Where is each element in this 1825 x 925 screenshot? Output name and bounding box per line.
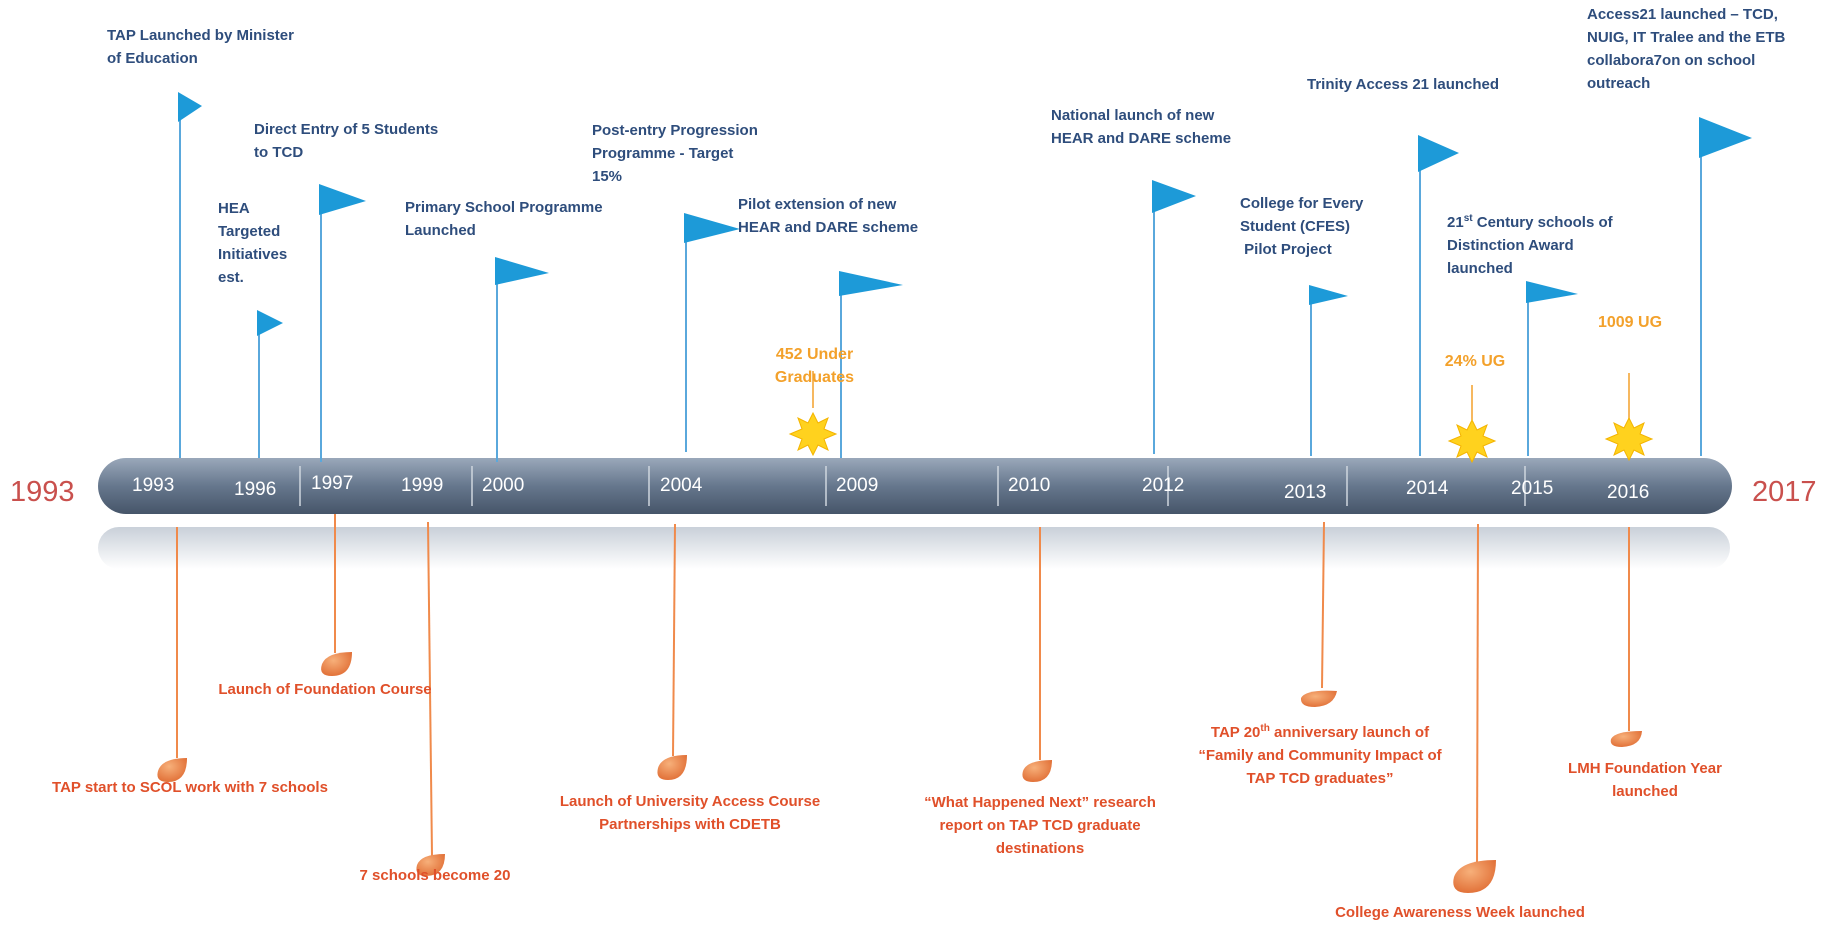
marker-2004 <box>657 523 687 780</box>
stat-24-percent-ug: 24% UG <box>1444 353 1506 370</box>
event-direct-entry: Direct Entry of 5 Students to TCD <box>254 121 439 161</box>
event-college-awareness-week: College Awareness Week launched <box>1335 904 1585 921</box>
flag-2009 <box>839 271 903 458</box>
marker-1993 <box>157 527 187 782</box>
stat-1009-ug: 1009 UG <box>1597 314 1663 331</box>
event-cfes: College for Every Student (CFES) Pilot P… <box>1240 195 1364 258</box>
event-lmh-foundation-year: LMH Foundation Year launched <box>1568 760 1722 800</box>
flag-2000 <box>495 257 549 462</box>
star-2008 <box>788 371 838 457</box>
bar-year-1999: 1999 <box>401 475 444 496</box>
event-foundation-course: Launch of Foundation Course <box>218 681 432 698</box>
bar-year-1996: 1996 <box>234 479 277 500</box>
marker-2010 <box>1022 527 1052 782</box>
bar-year-2000: 2000 <box>482 475 525 496</box>
event-university-access-course: Launch of University Access Course Partn… <box>559 793 821 833</box>
event-pilot-extension: Pilot extension of new HEAR and DARE sch… <box>738 196 919 236</box>
star-2016 <box>1604 373 1654 462</box>
flag-1993 <box>178 92 202 458</box>
event-what-happened-next: “What Happened Next” research report on … <box>924 794 1156 857</box>
bar-year-2013: 2013 <box>1284 482 1327 503</box>
bar-year-2004: 2004 <box>660 475 703 496</box>
stat-452-undergraduates: 452 Under Graduates <box>774 346 855 386</box>
marker-1997 <box>321 514 352 676</box>
marker-2016 <box>1610 527 1642 747</box>
start-year-label: 1993 <box>10 476 75 508</box>
event-tap-launched: TAP Launched by Minister of Education <box>107 27 294 67</box>
flag-1997 <box>319 184 366 462</box>
flag-2015 <box>1526 281 1578 456</box>
timeline-bar-reflection <box>98 527 1730 569</box>
event-21st-century-schools: 21st Century schools of Distinction Awar… <box>1447 213 1613 278</box>
bar-year-2016: 2016 <box>1607 482 1650 503</box>
flag-2014 <box>1418 135 1459 456</box>
bar-year-2014: 2014 <box>1406 478 1449 499</box>
flag-2013 <box>1309 285 1348 456</box>
event-primary-school: Primary School Programme Launched <box>405 199 603 239</box>
event-post-entry: Post-entry Progression Programme - Targe… <box>592 122 758 185</box>
star-2014 <box>1447 385 1497 464</box>
event-7-schools-become-20: 7 schools become 20 <box>359 867 511 884</box>
event-hea-targeted: HEA Targeted Initiatives est. <box>218 200 288 286</box>
marker-2014 <box>1453 523 1496 893</box>
flag-2004 <box>684 213 740 452</box>
bar-year-1993: 1993 <box>132 475 175 496</box>
event-scol-7-schools: TAP start to SCOL work with 7 schools <box>52 779 328 796</box>
timeline-bar <box>98 458 1732 514</box>
flag-1996 <box>257 310 283 458</box>
bar-year-2015: 2015 <box>1511 478 1554 499</box>
event-tap-20th-anniversary: TAP 20th anniversary launch of “Family a… <box>1198 723 1442 788</box>
bar-year-1997: 1997 <box>311 473 354 494</box>
bar-year-2010: 2010 <box>1008 475 1051 496</box>
event-national-launch: National launch of new HEAR and DARE sch… <box>1051 107 1232 147</box>
bar-dividers <box>299 466 1526 506</box>
bar-year-2012: 2012 <box>1142 475 1185 496</box>
flag-2012 <box>1152 180 1196 454</box>
end-year-label: 2017 <box>1752 476 1817 508</box>
event-access21: Access21 launched – TCD, NUIG, IT Tralee… <box>1587 6 1786 92</box>
bar-year-2009: 2009 <box>836 475 879 496</box>
event-trinity-access-21: Trinity Access 21 launched <box>1307 76 1500 93</box>
marker-2013 <box>1300 521 1337 707</box>
marker-1999 <box>416 521 445 876</box>
flag-2017 <box>1699 117 1752 456</box>
